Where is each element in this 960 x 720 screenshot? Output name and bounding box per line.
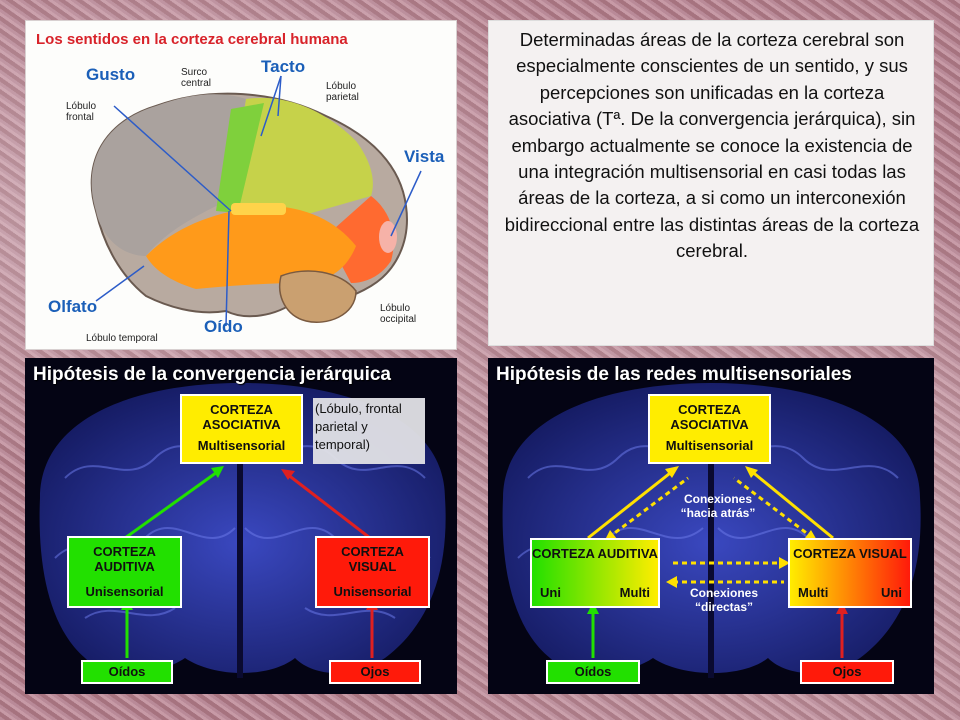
corteza-asociativa-type: Multisensorial	[197, 438, 286, 453]
corteza-auditiva-label-multi: CORTEZA AUDITIVA	[532, 546, 658, 561]
label-lobulo-occipital: Lóbulo occipital	[380, 303, 417, 325]
conexiones-directas-label: Conexiones “directas”	[689, 586, 758, 614]
corteza-asociativa-box: CORTEZA ASOCIATIVA Multisensorial	[180, 394, 303, 464]
corteza-asociativa-box-multi: CORTEZA ASOCIATIVA Multisensorial	[648, 394, 771, 464]
label-lobulo-temporal: Lóbulo temporal	[86, 333, 158, 344]
label-lobulo-parietal: Lóbulo parietal	[326, 81, 359, 103]
corteza-auditiva-box-multi: CORTEZA AUDITIVA Uni Multi	[530, 538, 660, 608]
corteza-asociativa-label: CORTEZA ASOCIATIVA	[202, 402, 281, 432]
oidos-box-multi: Oídos	[546, 660, 640, 684]
multisensory-diagram-panel: Hipótesis de las redes multisensoriales …	[488, 358, 934, 694]
label-olfato: Olfato	[48, 297, 98, 316]
oidos-label-multi: Oídos	[574, 664, 612, 679]
ojos-label: Ojos	[360, 664, 390, 679]
senses-title: Los sentidos en la corteza cerebral huma…	[36, 31, 348, 48]
convergence-title: Hipótesis de la convergencia jerárquica	[33, 364, 391, 385]
conexiones-hacia-atras-label: Conexiones “hacia atrás”	[680, 492, 756, 520]
label-oido: Oído	[204, 317, 243, 336]
multisensory-title: Hipótesis de las redes multisensoriales	[496, 364, 852, 385]
corteza-visual-type: Unisensorial	[333, 584, 412, 599]
convergence-diagram-panel: Hipótesis de la convergencia jerárquica …	[25, 358, 457, 694]
label-vista: Vista	[404, 147, 445, 166]
corteza-asociativa-label-multi: CORTEZA ASOCIATIVA	[670, 402, 749, 432]
corteza-auditiva-label: CORTEZA AUDITIVA	[93, 544, 156, 574]
oidos-label: Oídos	[108, 664, 146, 679]
visual-uni-label: Uni	[881, 585, 902, 600]
label-surco-central: Surco central	[181, 67, 212, 89]
auditiva-multi-label: Multi	[619, 585, 650, 600]
corteza-visual-label-multi: CORTEZA VISUAL	[793, 546, 907, 561]
label-lobulo-frontal: Lóbulo frontal	[66, 101, 97, 123]
corteza-visual-label: CORTEZA VISUAL	[341, 544, 404, 574]
lobulo-note: (Lóbulo, frontal parietal y temporal)	[313, 398, 425, 464]
ojos-box: Ojos	[329, 660, 421, 684]
corteza-visual-box-multi: CORTEZA VISUAL Multi Uni	[788, 538, 912, 608]
corteza-auditiva-box: CORTEZA AUDITIVA Unisensorial	[67, 536, 182, 608]
corteza-auditiva-type: Unisensorial	[85, 584, 164, 599]
senses-diagram-panel: Los sentidos en la corteza cerebral huma…	[25, 20, 457, 350]
corteza-visual-box: CORTEZA VISUAL Unisensorial	[315, 536, 430, 608]
brain-lateral-illustration	[90, 75, 422, 327]
visual-multi-label: Multi	[798, 585, 829, 600]
ojos-box-multi: Ojos	[800, 660, 894, 684]
label-tacto: Tacto	[261, 57, 306, 76]
label-gusto: Gusto	[86, 65, 136, 84]
auditiva-uni-label: Uni	[540, 585, 561, 600]
description-panel: Determinadas áreas de la corteza cerebra…	[488, 20, 934, 346]
description-text: Determinadas áreas de la corteza cerebra…	[504, 29, 920, 262]
ojos-label-multi: Ojos	[832, 664, 862, 679]
corteza-asociativa-type-multi: Multisensorial	[665, 438, 754, 453]
oidos-box: Oídos	[81, 660, 173, 684]
